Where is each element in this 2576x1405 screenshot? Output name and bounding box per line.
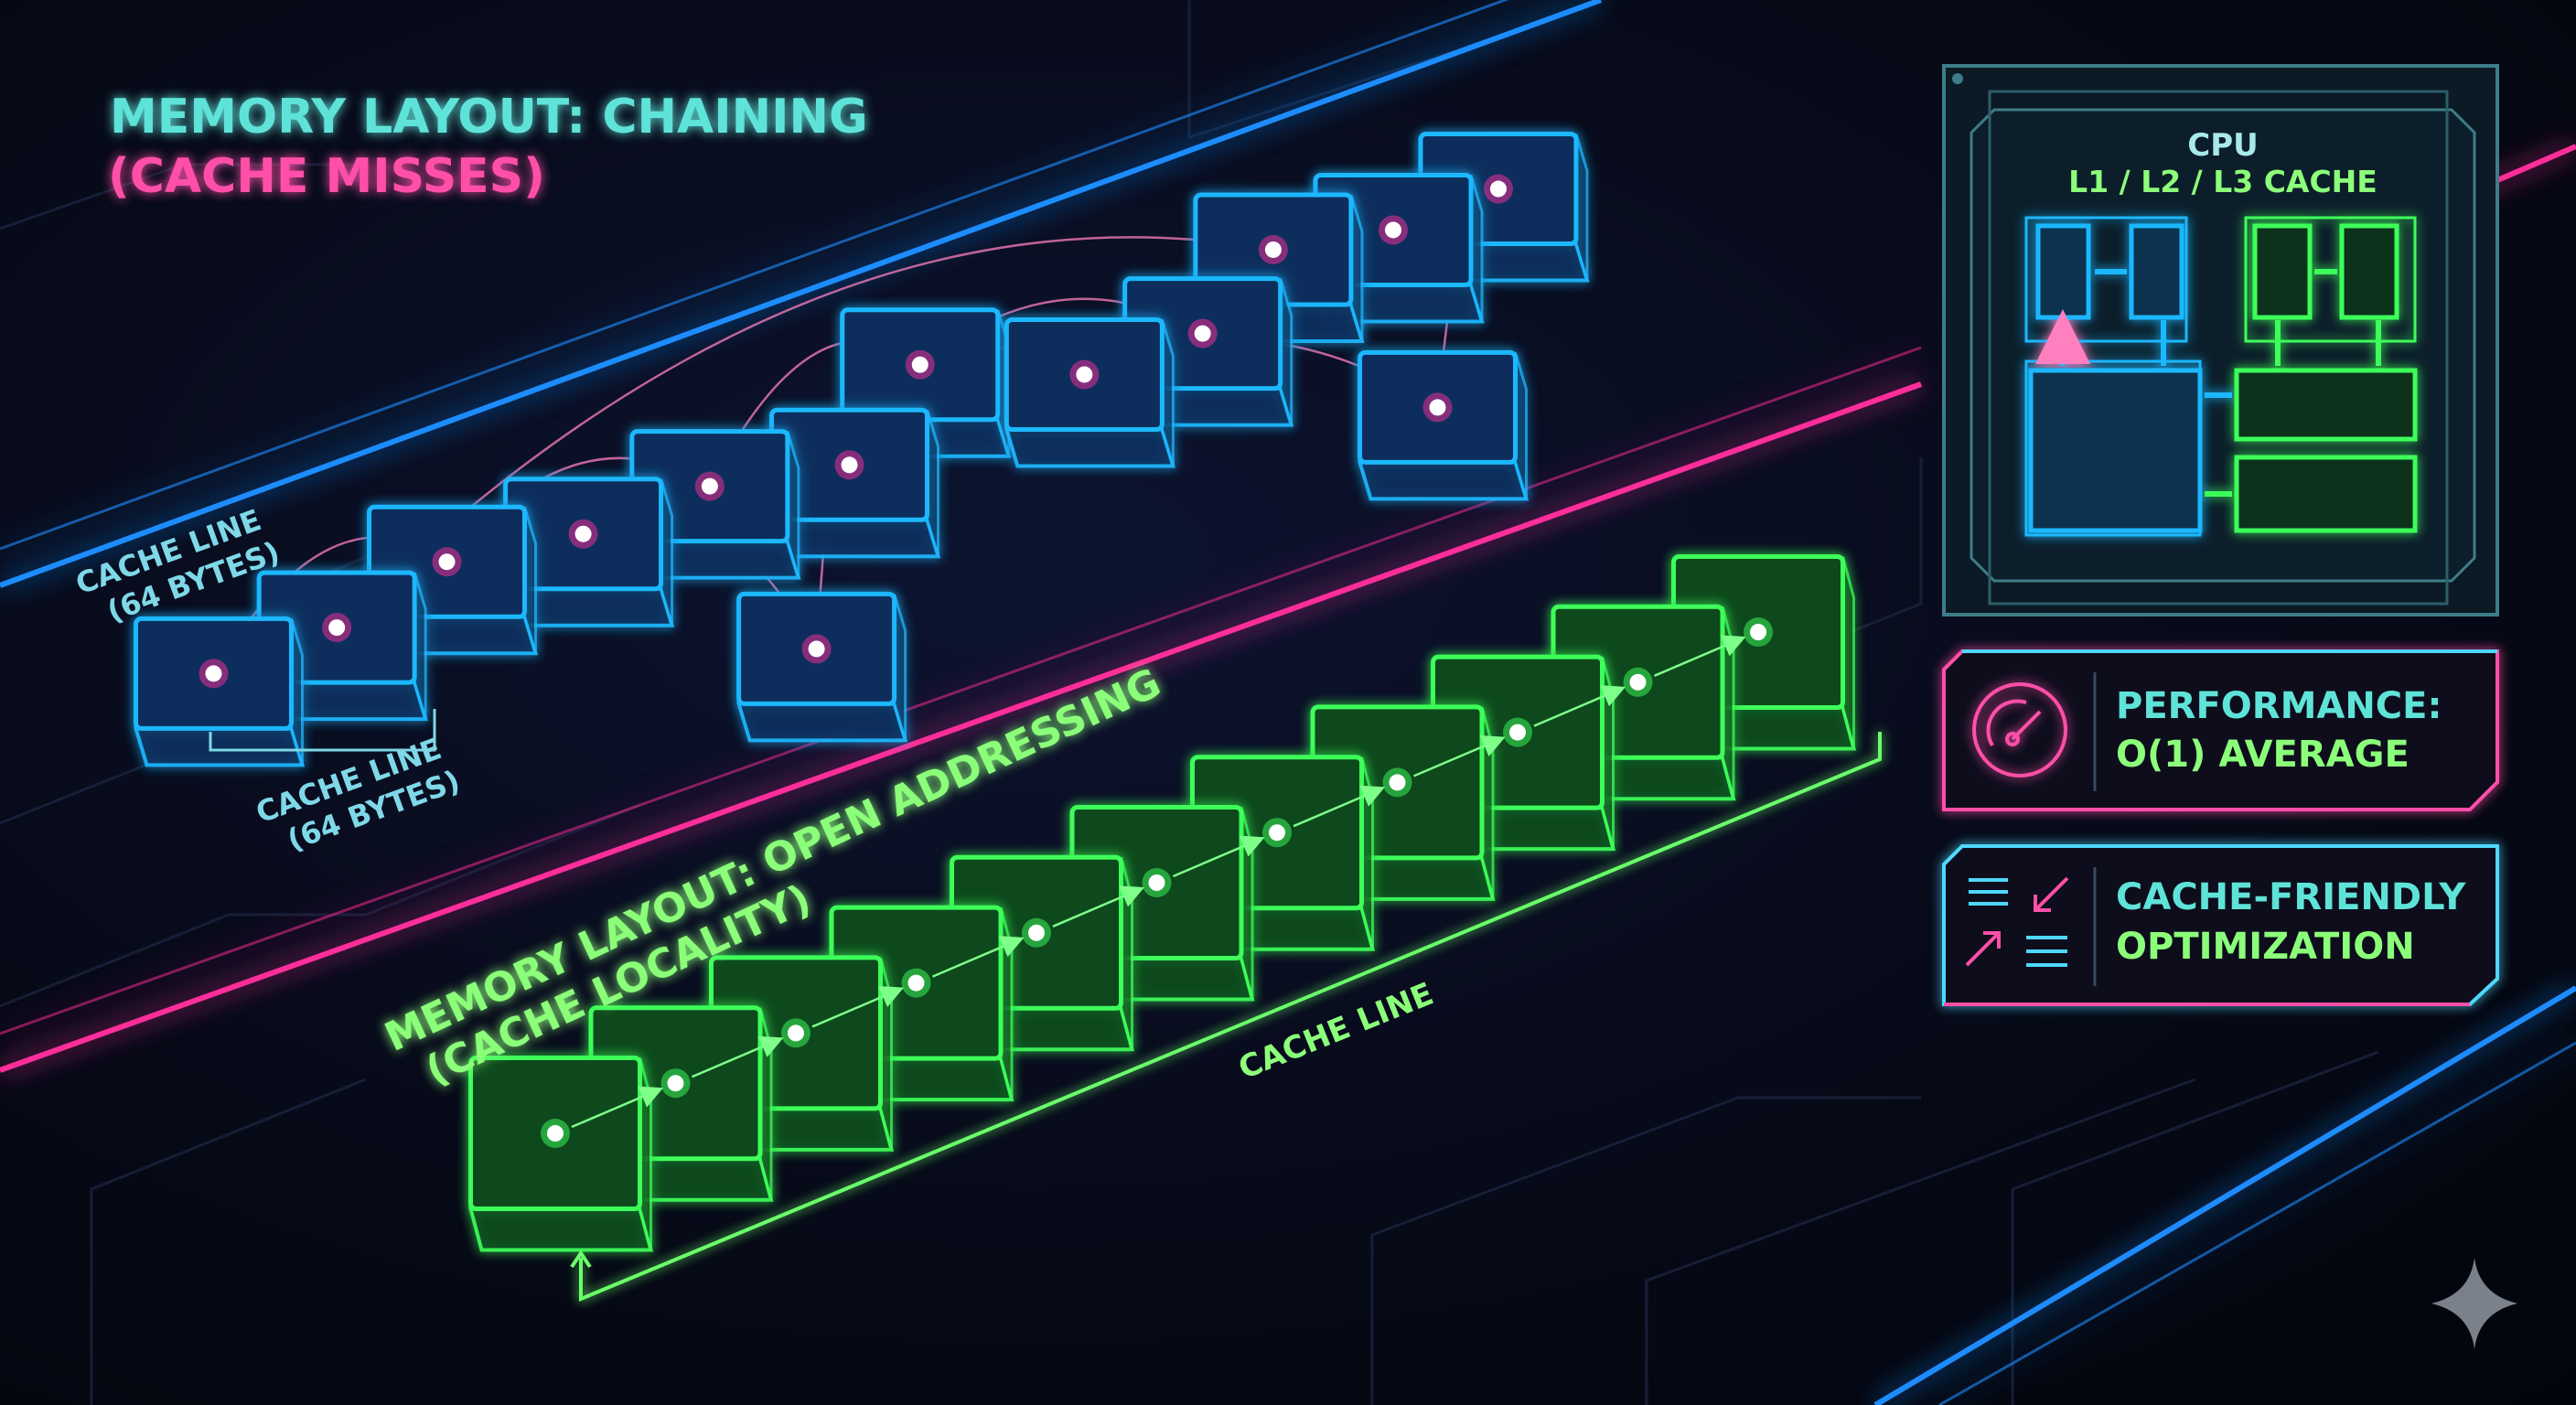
cpu-title: CPU — [2187, 127, 2258, 164]
data-node — [1385, 221, 1402, 239]
chaining-memory-block — [502, 477, 675, 627]
data-node — [1269, 824, 1285, 842]
data-node — [1750, 624, 1766, 640]
data-node — [1389, 774, 1406, 791]
sequential-link — [692, 1035, 784, 1078]
data-node — [788, 1024, 804, 1042]
l1-cache-block-green — [2339, 223, 2399, 320]
data-node — [438, 553, 456, 571]
cache-friendly-label: CACHE-FRIENDLY — [2116, 876, 2466, 918]
chaining-memory-block — [133, 616, 306, 767]
cache-line-bracket-green — [579, 732, 1882, 1302]
sequential-link — [1173, 835, 1265, 878]
data-node — [911, 356, 928, 373]
data-node — [907, 974, 925, 992]
sequential-link — [571, 1086, 664, 1129]
l1-cache-block — [2129, 223, 2184, 320]
cpu-panel: CPU L1 / L2 / L3 CACHE — [1942, 64, 2499, 617]
speedometer-icon — [1972, 682, 2067, 778]
chaining-memory-blocks — [133, 132, 1590, 767]
data-node — [574, 525, 592, 542]
sequential-link — [1654, 635, 1746, 677]
data-node — [1264, 241, 1282, 258]
optimization-label: OPTIMIZATION — [2116, 926, 2415, 968]
data-node — [1429, 399, 1446, 416]
chaining-memory-block — [1357, 349, 1530, 501]
performance-card: PERFORMANCE: O(1) AVERAGE — [1942, 649, 2499, 811]
pointer-link — [336, 235, 1278, 628]
l1-cache-block — [2035, 223, 2091, 320]
sparkle-icon — [2431, 1258, 2517, 1349]
data-node — [1148, 874, 1165, 891]
sequential-link — [1413, 735, 1506, 778]
open-addressing-memory-block — [467, 1056, 654, 1252]
l1-cache-block-green — [2252, 223, 2313, 320]
data-node — [1076, 366, 1093, 383]
data-node — [841, 456, 858, 474]
sequential-link — [1052, 885, 1145, 928]
data-node — [1028, 924, 1045, 941]
l2-cache-block — [2028, 368, 2203, 533]
data-node — [328, 619, 346, 637]
data-node — [1489, 180, 1507, 198]
cache-friendly-card: CACHE-FRIENDLY OPTIMIZATION — [1942, 844, 2499, 1006]
circuit-traces — [0, 0, 2379, 1405]
data-node — [1509, 724, 1526, 741]
data-node — [701, 477, 718, 495]
data-node — [1629, 673, 1647, 691]
open-addressing-memory-blocks — [467, 554, 1857, 1252]
cache-line-bracket — [209, 709, 436, 752]
cpu-cache-subtitle: L1 / L2 / L3 CACHE — [2068, 164, 2377, 199]
chaining-subtitle: (CACHE MISSES) — [108, 149, 545, 204]
chaining-memory-block — [735, 591, 908, 743]
performance-label: PERFORMANCE: — [2116, 685, 2442, 727]
sequential-link — [932, 936, 1025, 978]
data-node — [205, 665, 222, 682]
chaining-title: MEMORY LAYOUT: CHAINING — [110, 90, 868, 145]
chaining-memory-block — [1004, 316, 1176, 468]
chaining-memory-block — [768, 407, 941, 559]
l3-cache-block — [2234, 368, 2418, 442]
sequential-link — [1293, 785, 1386, 828]
data-node — [667, 1075, 684, 1092]
data-node — [1194, 325, 1211, 342]
cache-line-label-green: CACHE LINE — [1233, 976, 1438, 1088]
l3-cache-block — [2234, 455, 2418, 533]
sequential-link — [811, 985, 905, 1028]
data-node — [547, 1125, 564, 1142]
sequential-link — [1533, 685, 1626, 727]
converging-arrows-icon — [1965, 876, 2069, 967]
performance-value: O(1) AVERAGE — [2116, 734, 2410, 776]
data-node — [808, 640, 825, 658]
